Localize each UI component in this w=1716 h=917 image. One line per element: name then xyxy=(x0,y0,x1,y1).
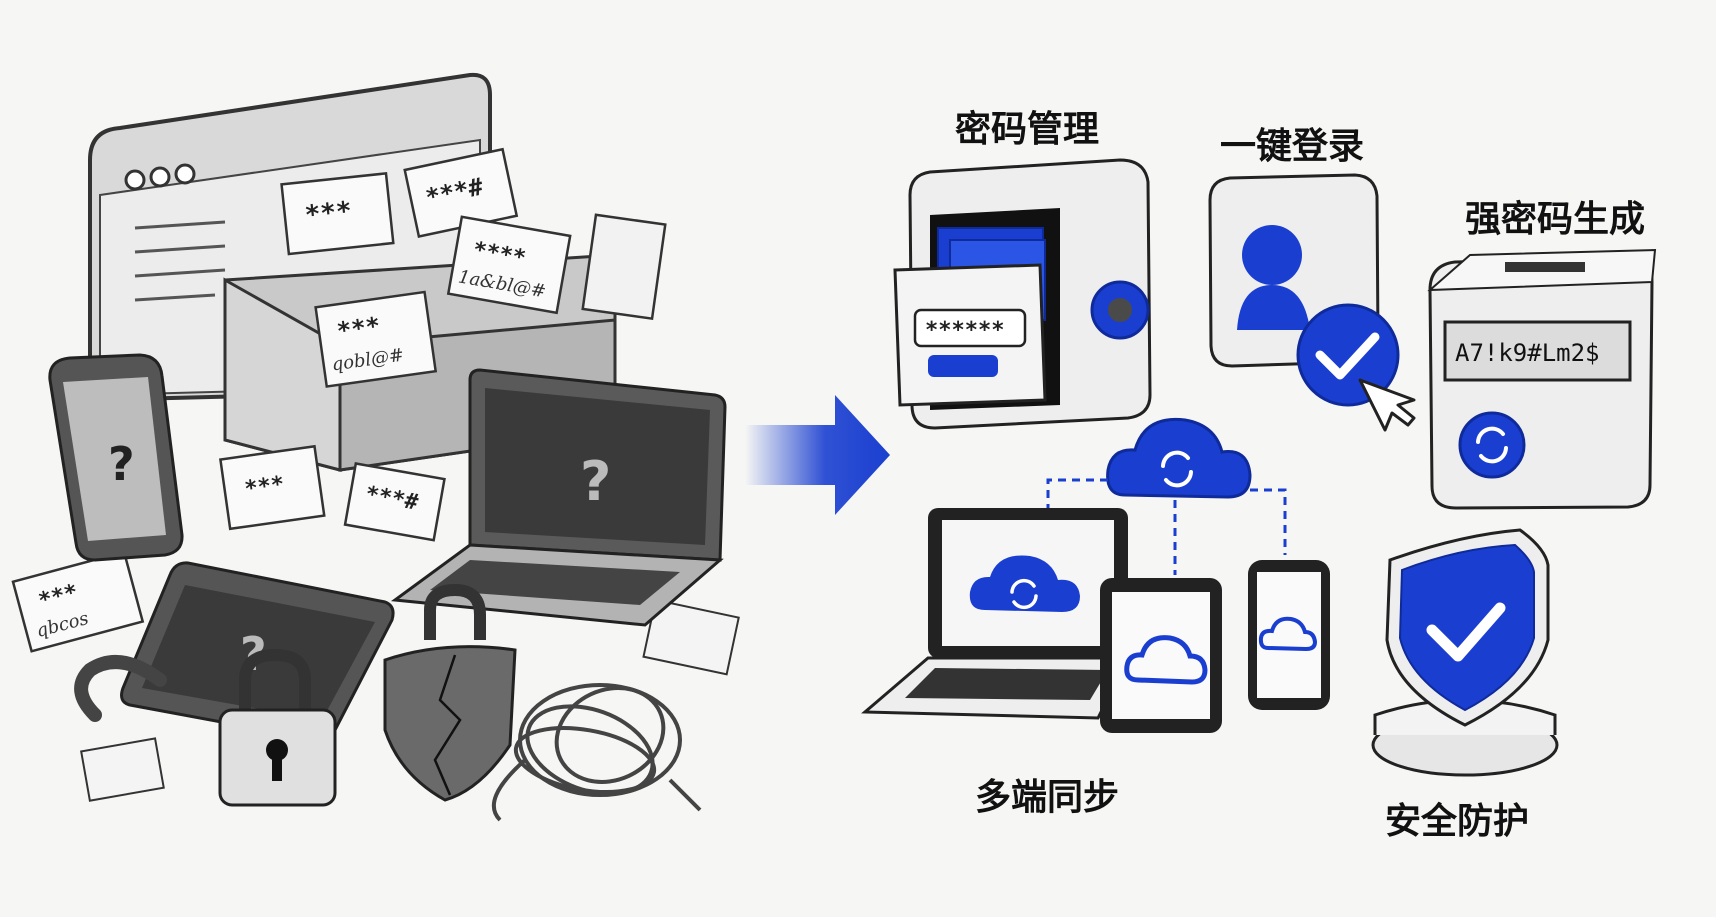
note-7: ***# xyxy=(343,462,446,542)
multi-sync-label: 多端同步 xyxy=(975,777,1120,818)
padlock-icon xyxy=(74,583,486,807)
password-mgmt-label: 密码管理 xyxy=(955,109,1100,150)
safe-vault-icon: ****** xyxy=(893,158,1152,430)
tablet-icon: ? xyxy=(120,561,395,742)
note-3: **** 1a&bl@# xyxy=(446,215,572,315)
svg-text:***: *** xyxy=(335,312,382,346)
password-generator-icon: A7!k9#Lm2$ xyxy=(1427,248,1657,510)
note-10 xyxy=(80,737,165,802)
note-2: ***# xyxy=(403,147,519,239)
cracked-shield-icon xyxy=(383,645,517,802)
tangled-cable-icon xyxy=(491,683,702,822)
phone-icon: ? xyxy=(48,353,184,562)
user-check-icon xyxy=(1208,173,1400,407)
svg-text:A7!k9#Lm2$: A7!k9#Lm2$ xyxy=(1455,339,1600,367)
laptop-icon: ? xyxy=(390,368,727,627)
svg-text:******: ****** xyxy=(925,318,1004,343)
sync-tablet-icon xyxy=(1100,578,1222,733)
one-click-login-label: 一键登录 xyxy=(1220,126,1365,167)
strong-password-label: 强密码生成 xyxy=(1465,199,1646,240)
shield-check-icon xyxy=(1371,528,1559,777)
svg-text:***: *** xyxy=(243,472,286,502)
security-label: 安全防护 xyxy=(1385,801,1530,842)
refresh-icon xyxy=(1458,411,1526,479)
svg-text:***: *** xyxy=(303,196,353,231)
cloud-sync-icon xyxy=(1046,417,1287,575)
sync-phone-icon xyxy=(1248,560,1330,710)
note-4: *** qobl@# xyxy=(314,290,438,388)
arrow-right-icon xyxy=(745,395,890,515)
note-1: *** xyxy=(280,172,395,256)
note-6: *** xyxy=(219,444,326,531)
sync-laptop-icon xyxy=(861,508,1131,720)
note-9 xyxy=(642,598,740,676)
note-8: *** qbcos xyxy=(11,550,145,653)
svg-text:?: ? xyxy=(108,437,135,491)
svg-text:?: ? xyxy=(580,450,611,513)
cursor-icon xyxy=(1358,378,1416,432)
note-5 xyxy=(581,213,667,321)
